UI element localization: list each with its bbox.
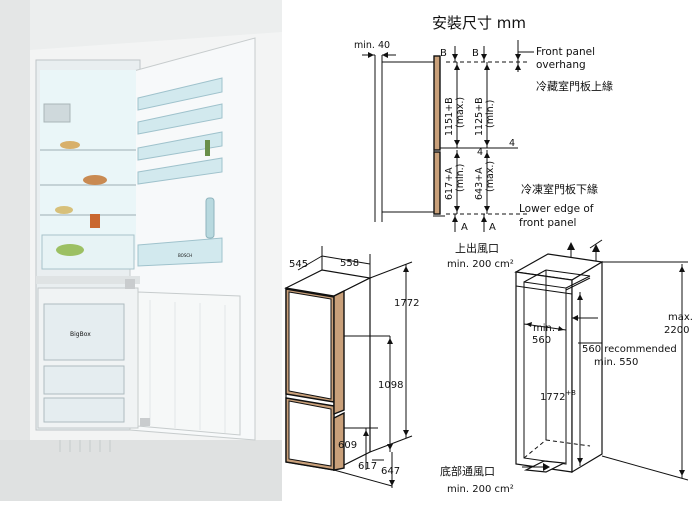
niche-diagram: 上出風口 min. 200 cm² min.560 — [440, 239, 693, 495]
lower-door-dim-3: 647 — [381, 466, 400, 477]
bottom-vent-zh: 底部通風口 — [440, 464, 495, 478]
lower-min-dim: 617+A(min.) — [444, 164, 466, 200]
lower-max-dim: 643+A(max.) — [474, 161, 496, 200]
section-diagram: min. 40 B B 1151+B(max.) 1125+B(min.) 4 … — [354, 40, 613, 233]
bottom-vent-label: min. 200 cm² — [447, 484, 514, 495]
fridge-photo: BOSCH BigBox — [0, 0, 282, 501]
min-gap-label: min. 40 — [354, 40, 390, 51]
max-height-label: max.2200 — [664, 312, 693, 336]
upper-max-dim: 1151+B(max.) — [444, 97, 466, 136]
lower-door-dim-1: 609 — [338, 440, 357, 451]
front-panel-top-zh: 冷藏室門板上緣 — [536, 79, 613, 93]
upper-door-dim: 1098 — [378, 380, 403, 391]
depth-dim: 545 — [289, 259, 308, 270]
upper-min-dim: 1125+B(min.) — [474, 97, 496, 136]
mid-mark: 4 — [509, 138, 515, 149]
total-height-dim: 1772 — [394, 298, 419, 309]
lower-edge-zh: 冷凍室門板下緣 — [521, 182, 598, 196]
niche-height-label: 1772+8 — [540, 389, 576, 403]
top-vent-label: min. 200 cm² — [447, 259, 514, 270]
section-mark-b-left: B — [440, 48, 447, 59]
min-width-label: min.560 — [532, 323, 555, 346]
section-mark-a-right: A — [489, 222, 496, 233]
width-dim: 558 — [340, 258, 359, 269]
top-vent-zh: 上出風口 — [455, 241, 499, 255]
section-mark-b-right: B — [472, 48, 479, 59]
mid-mark-inner: 4 — [477, 147, 483, 158]
bigbox-label: BigBox — [70, 331, 91, 338]
lower-door-dim-2: 617 — [358, 461, 377, 472]
appliance-diagram: 545 558 1772 1098 609 617 647 — [284, 246, 419, 488]
section-mark-a-left: A — [461, 222, 468, 233]
page-title: 安裝尺寸 mm — [432, 14, 526, 32]
brand-logo: BOSCH — [178, 253, 192, 258]
